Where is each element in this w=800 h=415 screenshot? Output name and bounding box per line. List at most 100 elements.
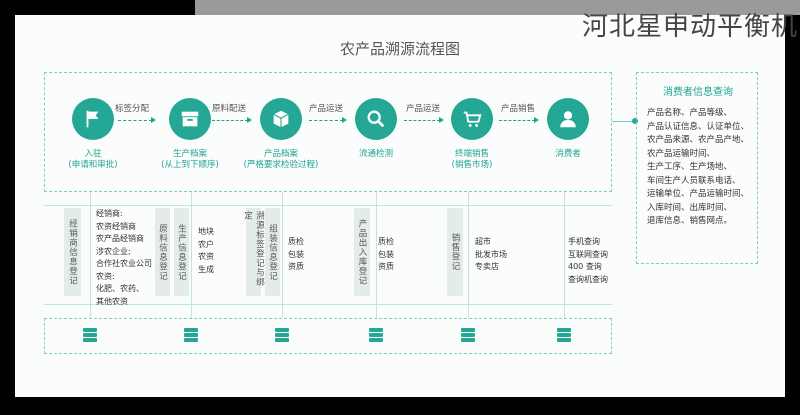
arrow-label: 原料配送 (212, 104, 247, 114)
server-icon (83, 328, 97, 344)
flag-icon (72, 98, 114, 140)
col-text-query: 手机查询 互联网查询 400 查询 查询机查询 (568, 236, 608, 286)
stage-label: 终端销售 (454, 149, 489, 159)
grid-line (90, 192, 91, 318)
col-line: 包装 (378, 249, 394, 259)
col-line: 超市 (475, 237, 491, 246)
database-row (44, 318, 612, 354)
col-line: 涉农企业; (96, 246, 131, 256)
col-tag-label-binding: 溯源标签登记与绑定 (243, 208, 265, 296)
stage-label: 消费者 (555, 149, 581, 159)
stage-sub: (从上到下顺序) (161, 160, 219, 170)
arrow-right-icon (499, 117, 539, 123)
col-line: 包装 (288, 249, 304, 259)
col-line: 地块 (198, 227, 214, 236)
col-line: 批发市场 (475, 249, 507, 259)
stage-sales: 终端销售(销售市场) (432, 98, 512, 171)
info-line: 生产工序、生产场地、 (647, 162, 733, 172)
magnifier-icon (355, 98, 397, 140)
info-line: 产品认证信息、认证单位、 (647, 121, 750, 132)
stage-register: 入驻(申请和审批) (53, 98, 133, 171)
watermark: 河北星申动平衡机 (581, 12, 798, 42)
arrow-label: 产品销售 (501, 104, 536, 114)
stage-production: 生产档案(从上到下顺序) (150, 98, 230, 171)
col-tag-warehouse: 产品出入库登记 (354, 208, 370, 296)
info-line: 产品名称、产品等级、 (647, 108, 733, 118)
arrow-right-icon (309, 117, 347, 123)
info-line: 农产品运输时间、 (647, 148, 716, 159)
stage-label: 流通检测 (358, 149, 393, 159)
arrow-right-icon (212, 117, 252, 123)
col-line: 查询机查询 (568, 274, 608, 284)
info-line: 退库信息、销售网点。 (647, 216, 733, 226)
col-line: 农资: (96, 271, 115, 281)
col-line: 资质 (288, 262, 304, 271)
col-line: 农户 (198, 239, 214, 249)
col-line: 生成 (198, 264, 214, 274)
col-line: 互联网查询 (568, 249, 608, 259)
info-line: 车间生产人员联系电话、 (647, 175, 741, 186)
stage-label: 生产档案 (172, 149, 207, 159)
col-tag-assembly: 组装信息登记 (265, 208, 280, 296)
flow-box (44, 72, 612, 192)
diagram-panel (15, 15, 785, 397)
connector-line (612, 121, 636, 122)
stage-sub: (申请和审批) (68, 160, 118, 170)
col-line: 资质 (378, 262, 394, 271)
consumer-info-box: 消费者信息查询 产品名称、产品等级、 产品认证信息、认证单位、 农产品来源、农产… (636, 72, 758, 264)
stage-inspection: 流通检测 (336, 98, 416, 160)
arrow-label: 产品运送 (309, 104, 344, 114)
server-icon (369, 328, 383, 344)
arrow-label: 标签分配 (115, 104, 150, 114)
grid-line (191, 192, 192, 318)
stage-label: 入驻 (84, 149, 102, 159)
stage-label: 产品档案 (263, 149, 298, 159)
col-line: 专卖店 (475, 262, 499, 271)
col-tag-production: 生产信息登记 (174, 208, 189, 296)
connector-dot (632, 118, 638, 124)
server-icon (461, 328, 475, 344)
col-tag-material: 原料信息登记 (155, 208, 170, 296)
col-tag-dealer: 经销商信息登记 (64, 208, 81, 296)
col-text-sales: 超市 批发市场 专卖店 (475, 236, 507, 274)
info-line: 入库时间、出库时间、 (647, 202, 733, 213)
info-list: 产品名称、产品等级、 产品认证信息、认证单位、 农产品来源、农产品产地、 农产品… (647, 107, 755, 229)
grid-line (468, 192, 469, 318)
col-line: 农产品经销商 (96, 234, 144, 243)
col-line: 质检 (378, 237, 394, 246)
col-line: 手机查询 (568, 237, 600, 246)
archive-icon (169, 98, 211, 140)
user-icon (547, 98, 589, 140)
col-line: 经销商: (96, 209, 123, 218)
cart-icon (451, 98, 493, 140)
grid-line (564, 192, 565, 318)
col-text-warehouse: 质检 包装 资质 (378, 236, 394, 274)
grid-line-top (44, 205, 612, 206)
col-tag-sales: 销售登记 (447, 208, 463, 296)
info-line: 农产品来源、农产品产地、 (647, 135, 750, 145)
stage-sub: (销售市场) (451, 160, 493, 170)
col-text-dealer: 经销商: 农资经销商 农产品经销商 涉农企业; 合作社农业公司 农资: 化肥、农… (96, 208, 152, 308)
arrow-right-icon (118, 117, 156, 123)
grid-line (376, 192, 377, 318)
server-icon (557, 328, 571, 344)
col-line: 农资经销商 (96, 221, 136, 231)
stage-consumer: 消费者 (528, 98, 608, 160)
col-line: 合作社农业公司 (96, 259, 152, 268)
col-line: 质检 (288, 237, 304, 246)
arrow-right-icon (404, 117, 444, 123)
col-line: 化肥、农药、 (96, 284, 144, 293)
diagram-title: 农产品溯源流程图 (339, 40, 460, 58)
col-line: 400 查询 (568, 262, 602, 271)
server-icon (275, 328, 289, 344)
info-line: 运输单位、产品运输时间、 (647, 189, 750, 199)
box-icon (260, 98, 302, 140)
arrow-label: 产品运送 (406, 104, 441, 114)
grid-line (282, 192, 283, 318)
col-text-assembly: 质检 包装 资质 (288, 236, 304, 274)
col-text-production: 地块 农户 农资 生成 (198, 226, 214, 276)
top-strip (195, 0, 800, 15)
col-line: 农资 (198, 252, 214, 261)
col-line: 其他农资 (96, 296, 128, 306)
stage-sub: (严格要求检验过程) (243, 160, 319, 170)
